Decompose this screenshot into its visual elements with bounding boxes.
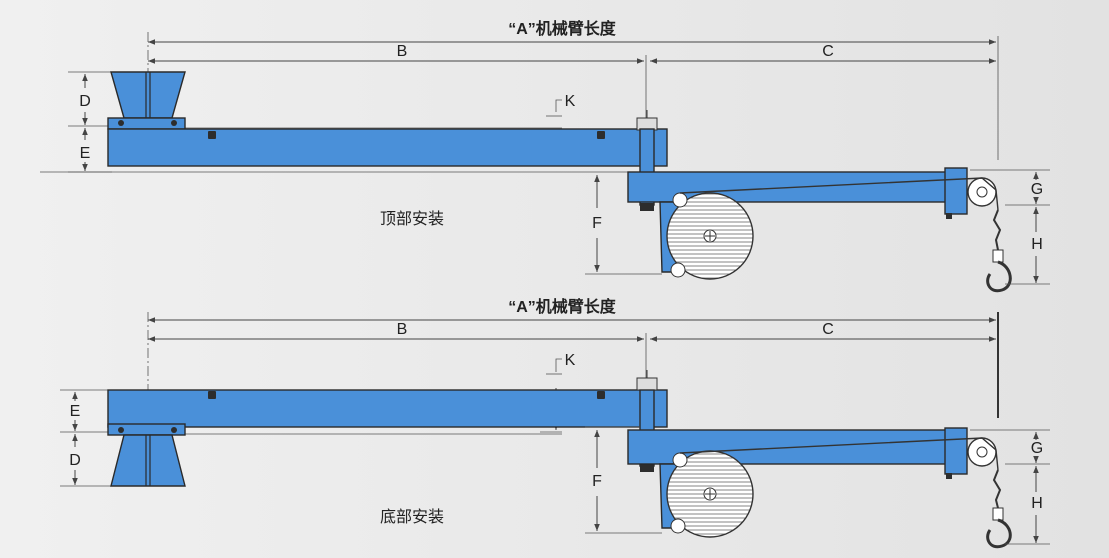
bottom-mount-view: “A”机械臂长度 B C K E D: [60, 297, 1050, 549]
bottom-mount-label: 底部安装: [380, 508, 444, 526]
top-mount-bracket: [110, 71, 186, 119]
bottom-dim-c-label: C: [822, 321, 834, 338]
bottom-hook: [986, 518, 1012, 549]
top-dim-k-label: K: [565, 93, 576, 110]
bottom-main-beam: [107, 389, 668, 428]
bottom-dim-b-label: B: [397, 321, 408, 338]
top-main-beam: [107, 128, 668, 167]
top-mount-view: “A”机械臂长度 B C K D E: [40, 19, 1050, 293]
top-dim-d-label: D: [79, 93, 91, 110]
bottom-rope: [679, 437, 999, 471]
top-rope: [679, 177, 999, 211]
bottom-dim-g-label: G: [1031, 440, 1043, 457]
top-dim-h-label: H: [1031, 236, 1043, 253]
top-dim-b-label: B: [397, 43, 408, 60]
top-pivot-nut: [636, 117, 658, 131]
bottom-dim-k-label: K: [565, 352, 576, 369]
top-hook: [986, 260, 1012, 293]
top-dim-f-label: F: [592, 215, 602, 232]
top-dim-c-label: C: [822, 43, 834, 60]
bottom-arm-length-title: “A”机械臂长度: [508, 297, 617, 316]
bottom-dim-d-label: D: [69, 452, 81, 469]
bottom-dim-e-label: E: [70, 403, 81, 420]
top-mount-label: 顶部安装: [380, 210, 444, 228]
bottom-mount-bracket: [110, 434, 186, 487]
bottom-dim-f-label: F: [592, 473, 602, 490]
top-dim-g-label: G: [1031, 181, 1043, 198]
top-arm-length-title: “A”机械臂长度: [508, 19, 617, 38]
top-dim-e-label: E: [80, 145, 91, 162]
bottom-dim-h-label: H: [1031, 495, 1043, 512]
top-dim-k-leader: [555, 99, 562, 112]
